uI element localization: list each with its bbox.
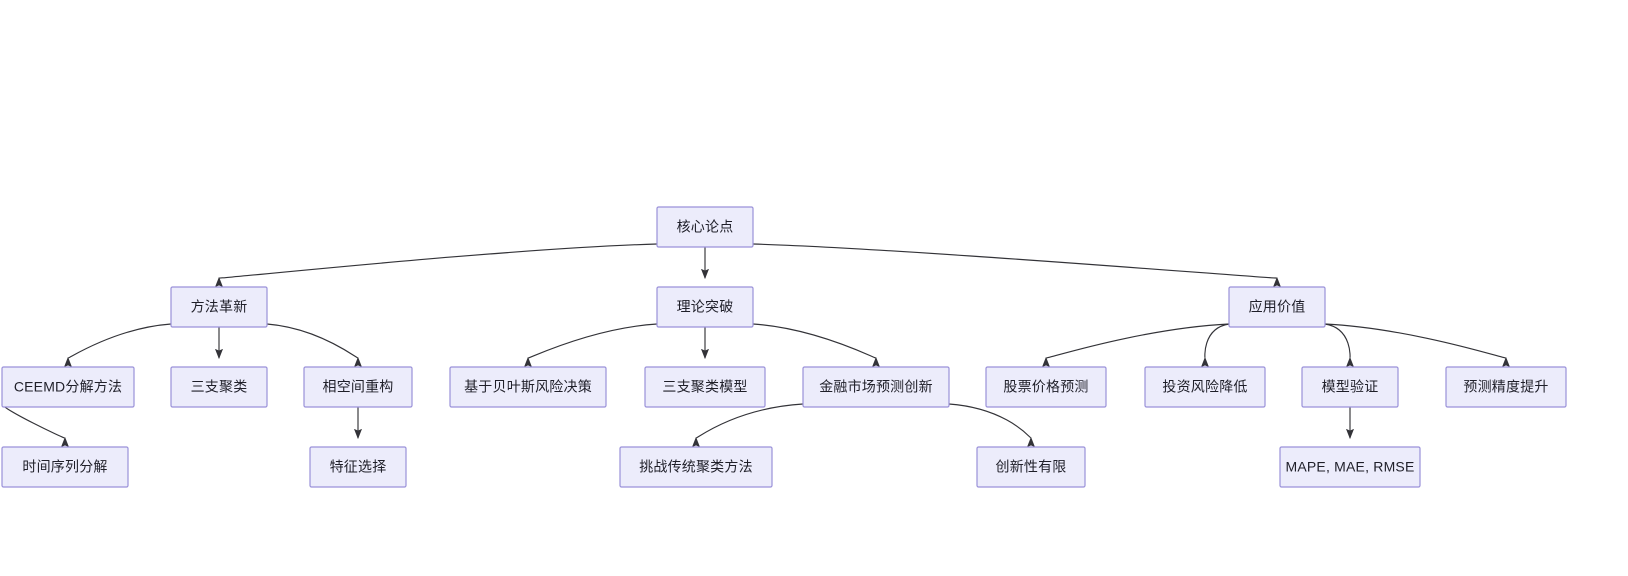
edge-n3-to-n10 (1042, 323, 1230, 368)
node-n10[interactable]: 股票价格预测 (985, 366, 1107, 408)
node-box[interactable] (1, 446, 129, 488)
node-box[interactable] (1144, 366, 1266, 408)
node-box[interactable] (1, 366, 135, 408)
node-label: 基于贝叶斯风险决策 (464, 379, 592, 395)
edge-n4-to-n14 (1, 403, 69, 448)
node-label: 预测精度提升 (1463, 379, 1548, 395)
node-n5[interactable]: 三支聚类 (170, 366, 268, 408)
node-box[interactable] (802, 366, 950, 408)
node-label: 三支聚类 (191, 379, 248, 395)
edge-n2-to-n9 (752, 323, 880, 368)
node-n18[interactable]: MAPE, MAE, RMSE (1279, 446, 1421, 488)
node-n16[interactable]: 挑战传统聚类方法 (619, 446, 773, 488)
node-box[interactable] (1228, 286, 1326, 328)
node-label: 应用价值 (1249, 299, 1306, 315)
node-box[interactable] (1301, 366, 1399, 408)
edge-n9-to-n17 (948, 403, 1035, 448)
node-n1[interactable]: 方法革新 (170, 286, 268, 328)
node-n9[interactable]: 金融市场预测创新 (802, 366, 950, 408)
node-label: MAPE, MAE, RMSE (1285, 459, 1414, 475)
node-box[interactable] (656, 206, 754, 248)
node-n12[interactable]: 模型验证 (1301, 366, 1399, 408)
node-n14[interactable]: 时间序列分解 (1, 446, 129, 488)
node-n13[interactable]: 预测精度提升 (1445, 366, 1567, 408)
edge-n3-to-n11 (1200, 323, 1230, 368)
node-box[interactable] (1445, 366, 1567, 408)
node-label: 核心论点 (677, 219, 734, 235)
edge-n0-to-n3 (752, 243, 1278, 288)
node-box[interactable] (309, 446, 407, 488)
node-n8[interactable]: 三支聚类模型 (644, 366, 766, 408)
node-label: 股票价格预测 (1003, 379, 1088, 395)
node-label: 模型验证 (1322, 379, 1379, 395)
node-n7[interactable]: 基于贝叶斯风险决策 (449, 366, 607, 408)
node-label: 特征选择 (330, 459, 387, 475)
node-box[interactable] (449, 366, 607, 408)
node-label: CEEMD分解方法 (14, 379, 122, 395)
node-label: 投资风险降低 (1162, 379, 1247, 395)
node-label: 方法革新 (191, 299, 248, 315)
node-n15[interactable]: 特征选择 (309, 446, 407, 488)
node-n17[interactable]: 创新性有限 (976, 446, 1086, 488)
edges-layer (1, 243, 1510, 448)
node-n6[interactable]: 相空间重构 (303, 366, 413, 408)
node-box[interactable] (644, 366, 766, 408)
node-box[interactable] (170, 366, 268, 408)
node-box[interactable] (303, 366, 413, 408)
edge-n1-to-n6 (266, 323, 362, 368)
node-box[interactable] (170, 286, 268, 328)
node-box[interactable] (1279, 446, 1421, 488)
node-n11[interactable]: 投资风险降低 (1144, 366, 1266, 408)
node-n0[interactable]: 核心论点 (656, 206, 754, 248)
node-n3[interactable]: 应用价值 (1228, 286, 1326, 328)
node-box[interactable] (985, 366, 1107, 408)
edge-n9-to-n16 (692, 403, 804, 448)
node-label: 相空间重构 (323, 379, 394, 395)
node-box[interactable] (656, 286, 754, 328)
node-box[interactable] (619, 446, 773, 488)
edge-n0-to-n1 (217, 243, 658, 288)
edge-n3-to-n12 (1324, 323, 1355, 368)
node-label: 理论突破 (677, 299, 734, 315)
edge-n2-to-n7 (524, 323, 658, 368)
node-box[interactable] (976, 446, 1086, 488)
node-label: 三支聚类模型 (662, 379, 747, 395)
node-label: 创新性有限 (996, 459, 1067, 475)
node-label: 挑战传统聚类方法 (639, 459, 753, 475)
edge-n1-to-n4 (64, 323, 172, 368)
edge-n3-to-n13 (1324, 323, 1510, 368)
node-n4[interactable]: CEEMD分解方法 (1, 366, 135, 408)
node-n2[interactable]: 理论突破 (656, 286, 754, 328)
node-label: 时间序列分解 (22, 459, 107, 475)
node-label: 金融市场预测创新 (819, 379, 933, 395)
